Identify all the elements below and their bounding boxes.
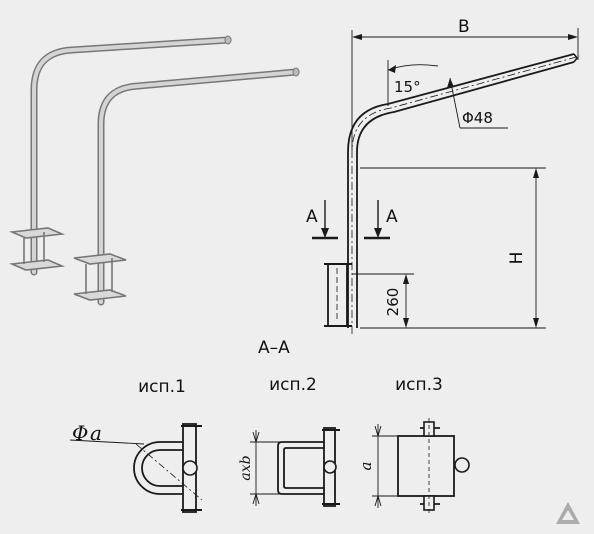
label-h: H bbox=[507, 252, 527, 265]
variant-3-title: исп.3 bbox=[395, 375, 443, 395]
section-title: A–A bbox=[258, 338, 290, 358]
label-pipe-diameter: Φ48 bbox=[462, 109, 493, 127]
dimension-angle bbox=[387, 60, 439, 106]
bracket-render-front bbox=[73, 67, 300, 306]
clamp-diameter-prefix: Φ bbox=[72, 421, 88, 445]
section-marks bbox=[312, 200, 390, 240]
label-angle: 15° bbox=[394, 78, 421, 96]
dimension-h bbox=[360, 167, 546, 329]
variant-1-section bbox=[69, 423, 203, 513]
watermark-logo bbox=[556, 502, 580, 524]
label-square-size: a bbox=[357, 462, 375, 471]
variant-2-section bbox=[250, 427, 340, 507]
bracket-elevation-drawing bbox=[324, 53, 581, 334]
label-b: B bbox=[458, 17, 470, 37]
variant-3-section bbox=[372, 418, 470, 514]
variant-1-title: исп.1 bbox=[138, 377, 186, 397]
clamp-diameter-var: a bbox=[90, 421, 102, 445]
label-rect-size: axb bbox=[238, 455, 254, 480]
pipe-diameter-leader bbox=[447, 77, 508, 129]
bracket-render-back bbox=[8, 35, 232, 276]
section-mark-right: A bbox=[386, 207, 398, 227]
dimension-260 bbox=[352, 273, 414, 328]
variant-2-title: исп.2 bbox=[269, 375, 317, 395]
label-260: 260 bbox=[384, 288, 402, 317]
section-mark-left: A bbox=[306, 207, 318, 227]
dimension-b bbox=[351, 28, 579, 150]
